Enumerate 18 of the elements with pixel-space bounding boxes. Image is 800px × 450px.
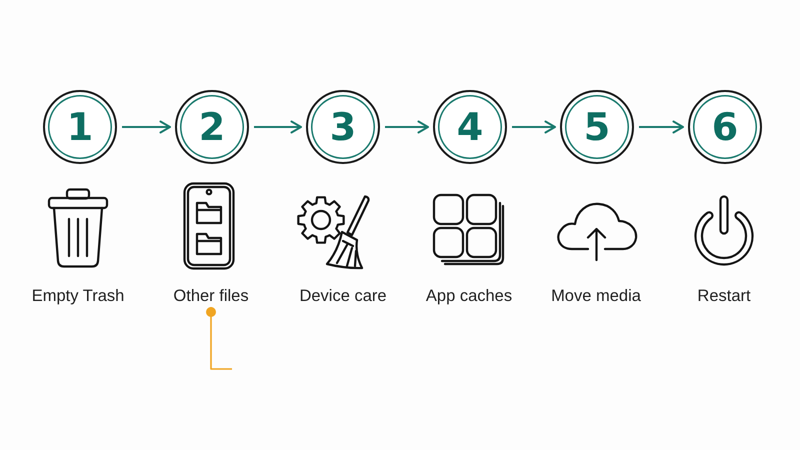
step-label: Restart xyxy=(697,287,751,306)
step-label: Move media xyxy=(551,287,641,306)
step-label: Device care xyxy=(299,287,387,306)
step-label: Empty Trash xyxy=(32,287,124,306)
arrow xyxy=(512,120,556,134)
step-number: 2 xyxy=(198,108,226,146)
arrow xyxy=(639,120,684,134)
step-number: 6 xyxy=(712,108,738,146)
arrow xyxy=(385,120,429,134)
arrow xyxy=(122,120,171,134)
leader-line xyxy=(206,307,232,370)
step-label: App caches xyxy=(426,287,512,306)
step-number: 3 xyxy=(330,108,356,146)
step-number: 5 xyxy=(584,108,610,146)
step-number: 1 xyxy=(66,108,94,146)
step-number: 4 xyxy=(456,108,484,146)
step-label: Other files xyxy=(173,287,249,306)
arrow xyxy=(254,120,302,134)
